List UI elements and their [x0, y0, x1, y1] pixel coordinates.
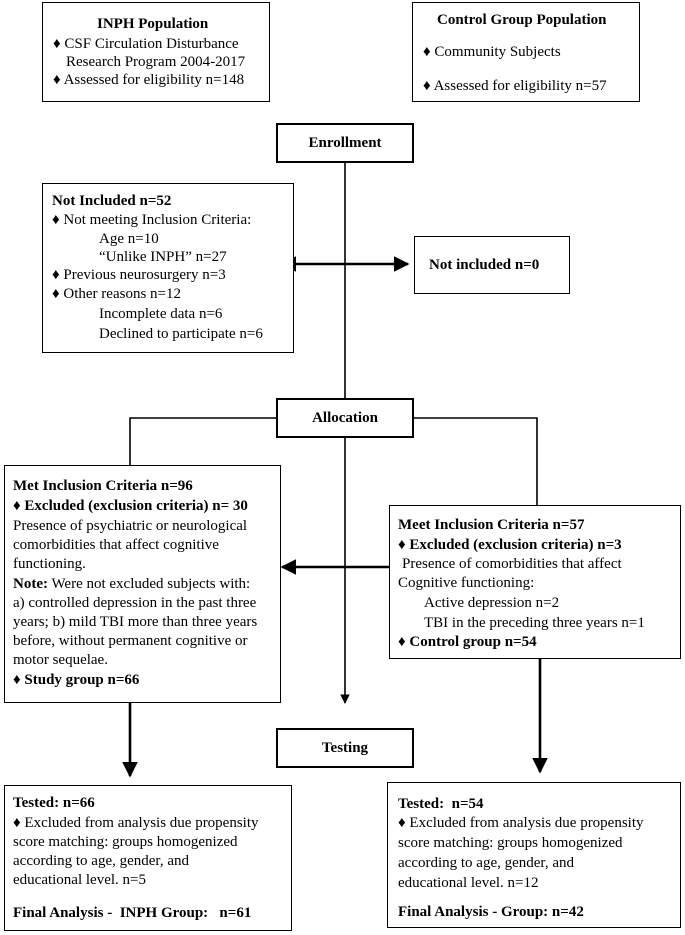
inph-population-line3: ♦ Assessed for eligibility n=148 [53, 72, 245, 88]
allocation-left-branch [129, 417, 278, 465]
inph-inclusion-l7: before, without permanent cognitive or [13, 633, 248, 649]
inph-testing-l3: according to age, gender, and [13, 853, 189, 869]
inph-population-box: INPH Population ♦ CSF Circulation Distur… [42, 2, 270, 102]
enrollment-stage: Enrollment [276, 123, 414, 163]
not-included-inph-l1: ♦ Not meeting Inclusion Criteria: [52, 212, 252, 228]
inph-population-title: INPH Population [97, 16, 209, 32]
not-included-inph-l7: Declined to participate n=6 [99, 326, 263, 342]
inph-inclusion-excluded: ♦ Excluded (exclusion criteria) n= 30 [13, 498, 248, 514]
not-included-inph-l6: Incomplete data n=6 [99, 306, 223, 322]
control-inclusion-l3: Active depression n=2 [424, 595, 560, 611]
control-testing-l2: score matching: groups homogenized [398, 835, 623, 851]
control-testing-l4: educational level. n=12 [398, 875, 539, 891]
inph-testing-l1: ♦ Excluded from analysis due propensity [13, 815, 259, 831]
control-tested-title: Tested: n=54 [398, 796, 484, 812]
inph-inclusion-note-label: Note: [13, 576, 48, 592]
control-testing-l3: according to age, gender, and [398, 855, 574, 871]
testing-stage: Testing [276, 728, 414, 768]
control-inclusion-excluded: ♦ Excluded (exclusion criteria) n=3 [398, 537, 622, 553]
not-included-inph-l5: ♦ Other reasons n=12 [52, 286, 182, 302]
allocation-right-branch [414, 417, 538, 505]
allocation-stage: Allocation [276, 398, 414, 438]
control-inclusion-l1: Presence of comorbidities that affect [402, 556, 622, 572]
not-included-inph-l4: ♦ Previous neurosurgery n=3 [52, 267, 226, 283]
inph-testing-l4: educational level. n=5 [13, 872, 146, 888]
inph-inclusion-l2: comorbidities that affect cognitive [13, 537, 219, 553]
inph-tested-title: Tested: n=66 [13, 795, 95, 811]
inph-inclusion-box: Met Inclusion Criteria n=96 ♦ Excluded (… [4, 465, 281, 703]
control-testing-l1: ♦ Excluded from analysis due propensity [398, 815, 644, 831]
control-inclusion-title: Meet Inclusion Criteria n=57 [398, 517, 585, 533]
inph-final-analysis: Final Analysis - INPH Group: n=61 [13, 905, 252, 921]
control-testing-box: Tested: n=54 ♦ Excluded from analysis du… [387, 782, 681, 928]
control-inclusion-box: Meet Inclusion Criteria n=57 ♦ Excluded … [389, 505, 681, 659]
inph-population-line2: Research Program 2004-2017 [66, 54, 246, 70]
not-included-inph-l2: Age n=10 [99, 231, 159, 247]
inph-testing-l2: score matching: groups homogenized [13, 834, 238, 850]
control-population-line1: ♦ Community Subjects [423, 44, 561, 60]
control-final-analysis: Final Analysis - Group: n=42 [398, 904, 584, 920]
inph-inclusion-l3: functioning. [13, 556, 86, 572]
inph-inclusion-l1: Presence of psychiatric or neurological [13, 518, 248, 534]
control-group-count: ♦ Control group n=54 [398, 634, 537, 650]
control-inclusion-l4: TBI in the preceding three years n=1 [424, 615, 645, 631]
inph-population-line1: ♦ CSF Circulation Disturbance [53, 36, 239, 52]
not-included-control-box: Not included n=0 [414, 236, 570, 294]
control-population-box: Control Group Population ♦ Community Sub… [412, 2, 640, 102]
control-population-line2: ♦ Assessed for eligibility n=57 [423, 78, 607, 94]
inph-inclusion-l8: motor sequelae. [13, 652, 108, 668]
inph-inclusion-note: Note: Were not excluded subjects with: [13, 575, 250, 593]
not-included-inph-title: Not Included n=52 [52, 193, 172, 209]
inph-inclusion-l5: a) controlled depression in the past thr… [13, 595, 257, 611]
not-included-control-title: Not included n=0 [429, 257, 540, 273]
inph-inclusion-title: Met Inclusion Criteria n=96 [13, 478, 193, 494]
inph-inclusion-l6: years; b) mild TBI more than three years [13, 614, 258, 630]
inph-inclusion-note-rest: Were not excluded subjects with: [47, 576, 251, 592]
inph-study-group: ♦ Study group n=66 [13, 672, 140, 688]
control-population-title: Control Group Population [437, 12, 607, 28]
control-inclusion-l2: Cognitive functioning: [398, 575, 535, 591]
not-included-inph-l3: “Unlike INPH” n=27 [99, 249, 227, 265]
inph-testing-box: Tested: n=66 ♦ Excluded from analysis du… [4, 785, 292, 931]
not-included-inph-box: Not Included n=52 ♦ Not meeting Inclusio… [42, 183, 294, 353]
